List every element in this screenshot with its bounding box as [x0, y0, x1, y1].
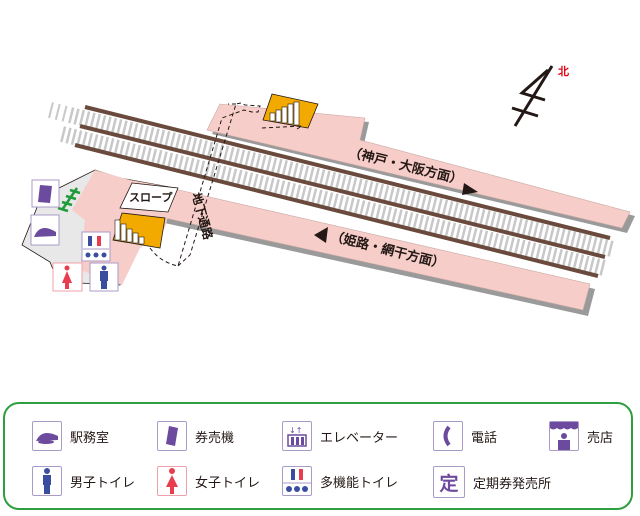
station-office-icon: [32, 421, 62, 451]
north-label: 北: [558, 64, 569, 78]
slope: [119, 182, 179, 213]
legend-label: エレベーター: [320, 430, 399, 446]
arrow-right-icon: [462, 183, 478, 195]
legend-label: 駅務室: [70, 430, 110, 446]
shop-icon: [549, 421, 579, 451]
ticket-machine-icon: [157, 421, 187, 451]
legend-label: 男子トイレ: [70, 475, 136, 491]
upper-platform: [206, 103, 631, 229]
ticket-gate-fence: [57, 187, 81, 213]
map-ticket-machine-icon: [31, 179, 60, 208]
svg-text:↓↑: ↓↑: [289, 426, 302, 435]
telephone-icon: [433, 421, 463, 451]
station-map: スロープ 地下通路 （神戸・大阪方面） （姫路・網干方面） 北: [21, 64, 635, 316]
multipurpose-toilet-icon: [282, 466, 312, 496]
legend-label: 電話: [471, 430, 498, 446]
legend: 駅務室 券売機 ↓↑ エレベーター 電話 売店 男子トイレ 女子トイレ 多機能ト…: [3, 402, 633, 510]
stairs-upper-steps: [269, 101, 300, 126]
legend-item-telephone: 電話: [433, 421, 497, 451]
legend-item-commuter-pass-office: 定 定期券発売所: [433, 466, 551, 498]
legend-label: 定期券発売所: [473, 476, 552, 492]
legend-item-multipurpose-toilet: 多機能トイレ: [282, 466, 398, 496]
legend-label: 券売機: [195, 430, 235, 446]
elevator-icon: ↓↑: [282, 421, 312, 451]
map-mens-toilet-icon: [89, 262, 119, 292]
legend-item-womens-toilet: 女子トイレ: [157, 466, 260, 496]
legend-item-elevator: ↓↑ エレベーター: [282, 421, 398, 451]
mens-toilet-icon: [32, 466, 62, 496]
womens-toilet-icon: [157, 466, 187, 496]
legend-item-shop: 売店: [549, 421, 613, 451]
legend-label: 多機能トイレ: [320, 475, 399, 491]
legend-item-ticket-machine: 券売機: [157, 421, 234, 451]
legend-item-station-office: 駅務室: [32, 421, 109, 451]
commuter-pass-office-icon: 定: [433, 466, 465, 498]
arrow-left-icon: [314, 227, 328, 243]
north-arrow-icon: [511, 65, 554, 127]
slope-label: スロープ: [129, 190, 173, 204]
tracks: [48, 102, 614, 278]
underpass-outline: [149, 102, 303, 267]
map-womens-toilet-icon: [52, 262, 83, 292]
map-station-office-icon: [30, 214, 60, 246]
legend-label: 女子トイレ: [195, 475, 261, 491]
legend-label: 売店: [587, 430, 614, 446]
map-multipurpose-toilet-icon: [81, 231, 111, 262]
stairs-lower-steps: [114, 219, 145, 245]
legend-item-mens-toilet: 男子トイレ: [32, 466, 135, 496]
